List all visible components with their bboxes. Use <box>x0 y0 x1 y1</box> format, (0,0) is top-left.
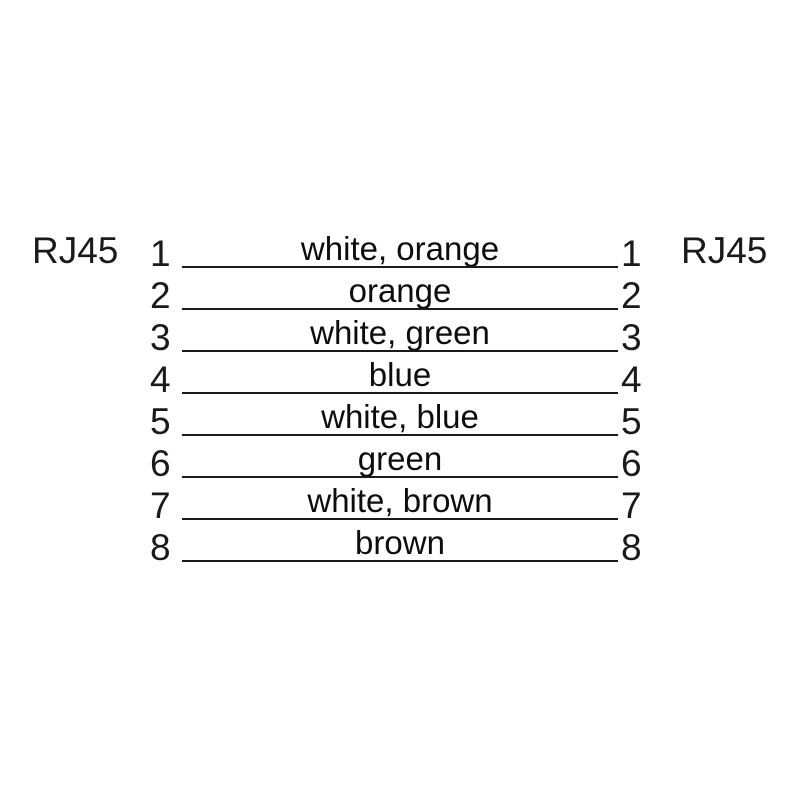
right-pin-number: 8 <box>621 527 642 568</box>
wire-line <box>182 266 618 268</box>
wire-color-label: white, brown <box>307 482 493 519</box>
wire-line <box>182 476 618 478</box>
left-pin-number: 8 <box>150 527 171 568</box>
wire-color-label: white, orange <box>300 230 500 267</box>
wire-line <box>182 434 618 436</box>
wire-row: 6 green 6 <box>0 436 800 482</box>
right-pin-number: 2 <box>621 275 642 316</box>
wire-color-label: white, green <box>310 314 490 351</box>
left-pin-number: 7 <box>150 485 171 526</box>
right-pin-number: 1 <box>621 233 642 274</box>
right-pin-number: 3 <box>621 317 642 358</box>
wire-line <box>182 518 618 520</box>
wire-row: 5 white, blue 5 <box>0 394 800 440</box>
left-pin-number: 4 <box>150 359 171 400</box>
left-connector-label: RJ45 <box>32 230 119 271</box>
right-connector-label: RJ45 <box>681 230 768 271</box>
left-pin-number: 2 <box>150 275 171 316</box>
wire-row: 2 orange 2 <box>0 268 800 314</box>
wire-color-label: blue <box>368 356 432 393</box>
wire-row: 8 brown 8 <box>0 520 800 566</box>
wire-color-label: brown <box>355 524 445 561</box>
right-pin-number: 6 <box>621 443 642 484</box>
right-pin-number: 7 <box>621 485 642 526</box>
left-pin-number: 5 <box>150 401 171 442</box>
left-pin-number: 3 <box>150 317 171 358</box>
wire-color-label: green <box>357 440 443 477</box>
left-pin-number: 1 <box>150 233 171 274</box>
wire-row: 1 white, orange 1 <box>0 226 800 272</box>
wire-color-label: orange <box>348 272 452 309</box>
right-pin-number: 4 <box>621 359 642 400</box>
wire-row: 4 blue 4 <box>0 352 800 398</box>
left-pin-number: 6 <box>150 443 171 484</box>
wire-line <box>182 560 618 562</box>
wire-line <box>182 350 618 352</box>
wire-line <box>182 392 618 394</box>
wire-row: 3 white, green 3 <box>0 310 800 356</box>
wire-line <box>182 308 618 310</box>
wire-row: 7 white, brown 7 <box>0 478 800 524</box>
wire-color-label: white, blue <box>321 398 479 435</box>
right-pin-number: 5 <box>621 401 642 442</box>
